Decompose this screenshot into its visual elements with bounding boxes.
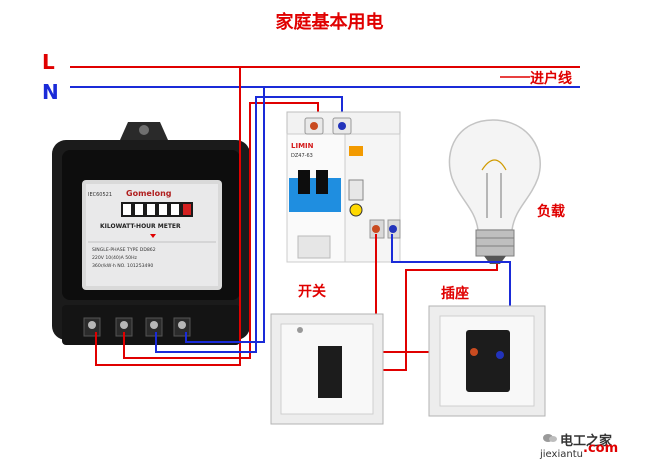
- switch-label: 开关: [298, 284, 326, 300]
- meter-neutral-out-wire: [155, 96, 343, 353]
- live-line-label: L: [42, 50, 55, 74]
- energy-meter: IEC60521 Gomelong KILOWATT-HOUR METER SI…: [52, 122, 250, 345]
- load-label: 负载: [537, 204, 565, 220]
- meter-live-out-wire: [123, 102, 319, 359]
- switch-to-lamp-wire: [350, 264, 498, 371]
- meter-counter-digits: [121, 202, 193, 217]
- meter-spec-3: 360r/kW·h NO. 101253490: [92, 263, 153, 269]
- incoming-line-label: 进户线: [530, 71, 572, 87]
- meter-iec-code: IEC60521: [88, 192, 112, 198]
- neutral-line-label: N: [42, 80, 59, 104]
- meter-name: KILOWATT-HOUR METER: [100, 223, 181, 230]
- meter-neutral-in-wire: [185, 87, 265, 343]
- light-bulb: [448, 119, 541, 264]
- meter-spec-1: SINGLE-PHASE TYPE DD862: [92, 247, 156, 253]
- circuit-breaker: LIMIN DZ47-63: [286, 111, 401, 263]
- watermark-domain: jiexiantu: [540, 449, 583, 460]
- meter-live-in-wire: [95, 67, 241, 366]
- meter-brand: Gomelong: [126, 189, 172, 198]
- breaker-model: DZ47-63: [291, 153, 313, 159]
- socket-label: 插座: [441, 286, 469, 302]
- wall-switch: [270, 313, 384, 425]
- breaker-brand: LIMIN: [291, 142, 314, 150]
- watermark-site-name: 电工之家: [560, 434, 613, 449]
- meter-terminals: [83, 317, 191, 337]
- watermark-com: .com: [583, 441, 619, 456]
- wechat-icon: [543, 434, 557, 442]
- meter-spec-2: 220V 10(40)A 50Hz: [92, 255, 138, 261]
- diagram-title: 家庭基本用电: [275, 12, 384, 33]
- wall-socket: [428, 305, 546, 417]
